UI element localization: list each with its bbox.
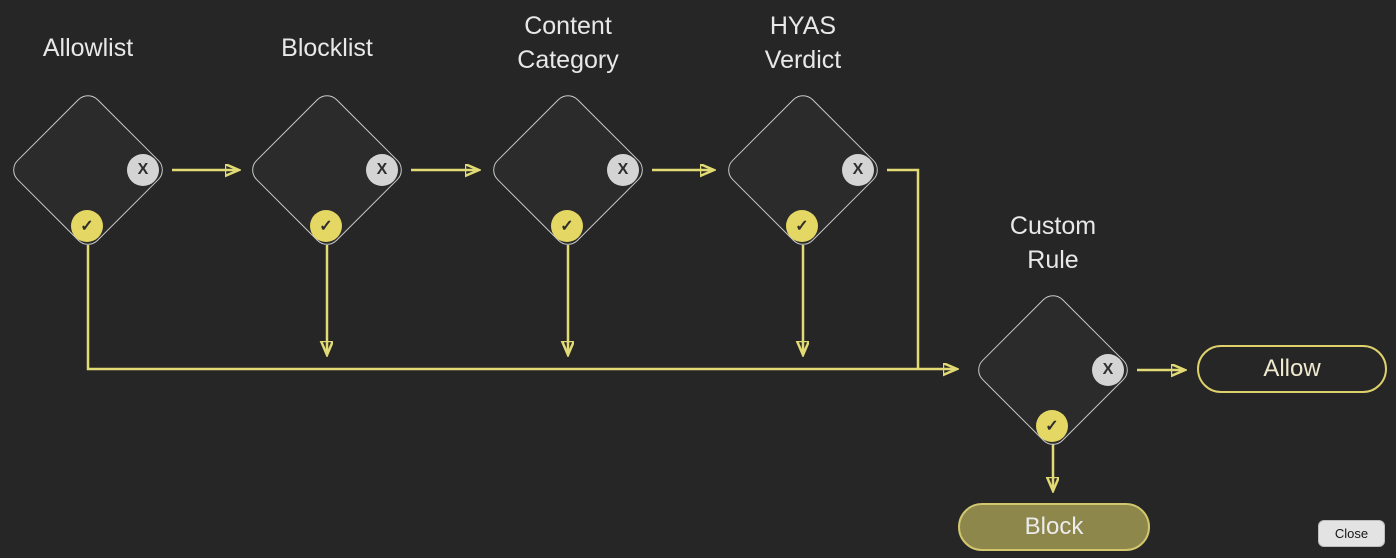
close-button[interactable]: Close [1318,520,1385,547]
fail-badge: X [127,154,159,186]
pass-badge: ✓ [1036,410,1068,442]
pass-badge: ✓ [310,210,342,242]
close-button-label: Close [1334,526,1369,541]
fail-badge-glyph: X [852,161,864,178]
fail-badge: X [366,154,398,186]
node-content-category: X ✓ [487,89,649,251]
fail-badge-glyph: X [1102,361,1114,378]
check-icon: ✓ [560,218,574,235]
block-outcome-pill: Block [958,503,1150,551]
fail-badge: X [842,154,874,186]
fail-badge: X [607,154,639,186]
pass-badge: ✓ [71,210,103,242]
pass-badge: ✓ [786,210,818,242]
fail-badge-glyph: X [137,161,149,178]
fail-badge: X [1092,354,1124,386]
check-icon: ✓ [1045,418,1059,435]
fail-badge-glyph: X [376,161,388,178]
arrow-hyasverdict-fail [887,168,920,368]
node-label-content-category: Content Category [517,12,619,74]
node-hyas-verdict: X ✓ [722,89,884,251]
node-blocklist: X ✓ [246,89,408,251]
node-custom-rule: X ✓ [972,289,1134,451]
allow-outcome-pill: Allow [1197,345,1387,393]
node-label-allowlist: Allowlist [42,34,134,62]
block-label: Block [1024,513,1084,540]
allow-label: Allow [1263,355,1321,382]
node-allowlist: X ✓ [7,89,169,251]
pass-badge: ✓ [551,210,583,242]
fail-badge-glyph: X [617,161,629,178]
arrow-allowlist-pass-main [86,245,956,369]
check-icon: ✓ [319,218,333,235]
check-icon: ✓ [80,218,94,235]
node-label-blocklist: Blocklist [281,34,373,62]
node-label-custom-rule: Custom Rule [1009,212,1097,274]
node-label-hyas-verdict: HYAS Verdict [764,12,842,74]
check-icon: ✓ [795,218,809,235]
